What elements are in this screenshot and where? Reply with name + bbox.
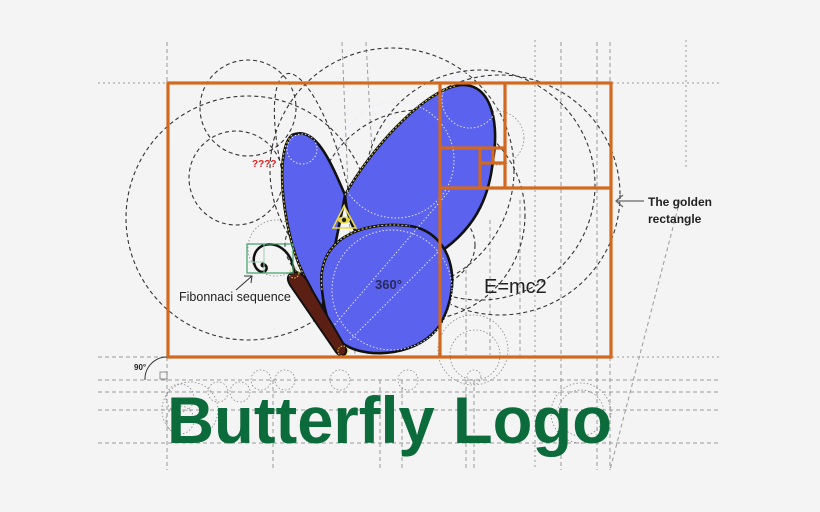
degrees-360-label: 360° bbox=[375, 277, 402, 292]
right-angle-marker bbox=[144, 356, 168, 381]
eye-triangle-icon bbox=[331, 204, 358, 229]
question-marks-label: ???? bbox=[252, 159, 276, 170]
fibonacci-label: Fibonnaci sequence bbox=[179, 290, 291, 304]
golden-rectangle-label-2: rectangle bbox=[648, 212, 702, 226]
annotation-arrows bbox=[235, 194, 644, 291]
butterfly bbox=[252, 71, 499, 357]
angle-90-label: 90° bbox=[134, 363, 146, 372]
fibonacci-box bbox=[246, 243, 294, 274]
antenna-spiral bbox=[252, 243, 296, 274]
formula-label: E=mc2 bbox=[484, 276, 547, 298]
golden-rectangle-label-1: The golden bbox=[648, 195, 712, 209]
butterfly-body bbox=[286, 271, 348, 357]
horizontal-guides bbox=[98, 82, 722, 444]
golden-rectangle bbox=[166, 81, 613, 359]
butterfly-logo-title: Butterfly Logo bbox=[167, 383, 612, 457]
